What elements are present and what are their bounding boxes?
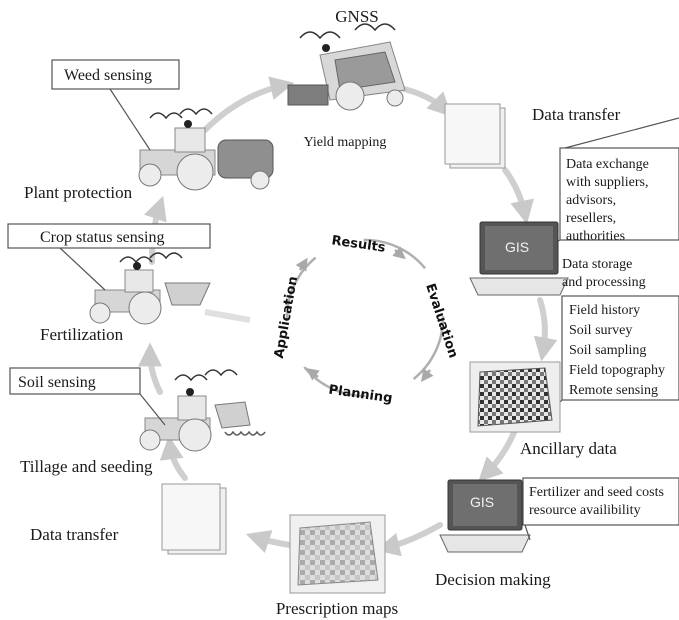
arrow-ancillary-to-decision [478,427,518,482]
callout-field-info: Field history Soil survey Soil sampling … [544,295,679,419]
inner-arrow-4 [295,257,308,272]
field-info-line-5: Remote sensing [569,383,658,398]
laptop-gis-icon-bottom: GIS [439,479,531,553]
callout-costs: Fertilizer and seed costs resource avail… [522,477,679,541]
data-exchange-line-5: authorities [566,229,625,244]
field-info-line-2: Soil survey [569,323,632,338]
callout-crop-status-sensing: Crop status sensing [7,223,211,291]
inner-label-evaluation: Evaluation [422,282,460,360]
label-decision-making: Decision making [435,570,551,589]
prescription-map-icon [289,514,386,594]
gis-label-top: GIS [505,239,529,255]
costs-line-1: Fertilizer and seed costs [529,485,664,500]
callout-weed-sensing-text: Weed sensing [64,67,152,84]
arrow-gis-to-ancillary [533,297,558,362]
inner-arrow-2 [421,368,434,382]
inner-arrow-1 [392,246,406,260]
folder-icon-top [444,103,506,169]
callout-data-exchange: Data exchange with suppliers, advisors, … [539,117,679,251]
arrow-decision-to-prescription [375,522,443,557]
inner-label-results: Results [331,233,387,255]
arrow-data-transfer-to-tillage [159,435,188,481]
costs-line-2: resource availibility [529,503,641,518]
label-yield-mapping: Yield mapping [304,135,387,150]
inner-label-application: Application [272,275,301,359]
tillage-tractor-icon [139,369,266,452]
arrow-prescription-to-data-transfer [245,530,293,553]
fertilization-tractor-icon [89,252,251,325]
label-fertilization: Fertilization [40,325,124,344]
label-gnss: GNSS [335,7,378,26]
laptop-gis-icon-top: GIS [469,221,569,296]
combine-harvester-icon [287,23,406,111]
data-exchange-line-3: advisors, [566,193,616,208]
gis-label-bottom: GIS [470,494,494,510]
field-info-line-4: Field topography [569,363,665,378]
inner-arrow-3 [306,368,320,381]
label-data-transfer-left: Data transfer [30,525,119,544]
data-exchange-line-2: with suppliers, [566,175,648,190]
inner-cycle: Results Evaluation Planning Application [272,233,460,406]
callout-weed-sensing: Weed sensing [51,59,180,151]
folder-icon-left [161,483,227,555]
inner-cycle-ring [285,238,445,398]
data-exchange-line-4: resellers, [566,211,616,226]
data-exchange-line-1: Data exchange [566,157,649,172]
field-info-line-3: Soil sampling [569,343,646,358]
arrow-data-transfer-to-gis [502,167,534,225]
label-tillage-seeding: Tillage and seeding [20,457,153,476]
callout-soil-sensing-text: Soil sensing [18,374,96,391]
plant-protection-tractor-icon [138,108,274,191]
label-data-storage-2: and processing [562,275,646,290]
arrow-plant-protection-to-gnss [202,76,295,133]
callout-soil-sensing: Soil sensing [9,367,166,426]
field-info-line-1: Field history [569,303,640,318]
label-plant-protection: Plant protection [24,183,133,202]
arrow-tillage-to-fertilization [138,342,163,395]
label-prescription-maps: Prescription maps [276,599,398,618]
arrow-gnss-to-data-transfer [397,85,452,117]
label-ancillary-data: Ancillary data [520,439,617,458]
label-data-storage-1: Data storage [562,257,632,272]
callout-crop-status-text: Crop status sensing [40,229,164,246]
label-data-transfer-top: Data transfer [532,105,621,124]
inner-label-planning: Planning [328,383,394,407]
ancillary-data-map-icon [469,361,561,433]
